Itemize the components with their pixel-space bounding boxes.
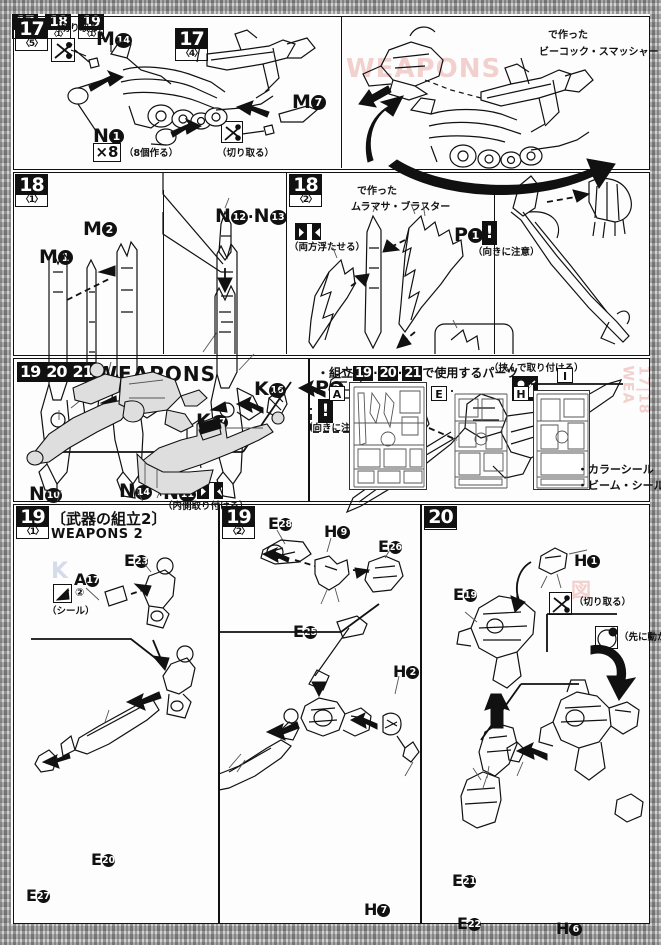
extra-color-seal: ・カラーシール <box>577 463 654 476</box>
part-label-a17: A17 <box>74 570 100 589</box>
step-badge-20: 20 <box>424 506 457 530</box>
direction-note-p2: （向きに注意） <box>303 423 370 434</box>
both-sides-icon-18-2 <box>295 223 321 241</box>
part-label-e26: E26 <box>378 537 403 556</box>
step-badge-19-1: 19 〈1〉 <box>16 506 49 539</box>
step-badge-17-5: 17 〈5〉 <box>15 18 48 51</box>
parts-note-suffix: で使用するパーツ <box>422 366 519 380</box>
parts-note-step-19: 19 <box>353 366 374 381</box>
made-with-prefix: で作った <box>548 30 588 41</box>
runner-a <box>349 382 427 490</box>
made-with-prefix-18: で作った <box>357 186 397 197</box>
panel-step19-1 <box>13 504 219 924</box>
step-badge-19-2: 19 〈2〉 <box>222 506 255 539</box>
part-label-e27: E27 <box>26 886 51 905</box>
part-label-e20: E20 <box>91 850 116 869</box>
product-name-muramasa-blaster: ムラマサ・ブラスター <box>351 202 451 213</box>
manual-paper: WEAPONS 17|18 WEA K 図 17 〈5〉 （切り取る） 17 〈… <box>11 14 661 938</box>
seal-note: （シール） <box>47 606 95 617</box>
runner-label-h: H <box>513 386 529 401</box>
quantity-value: ×8 <box>95 143 119 161</box>
panel-parts-runners <box>309 358 650 502</box>
seal-icon <box>53 584 72 603</box>
runner-e <box>451 390 508 489</box>
step-badge-18-2: 18 〈2〉 <box>289 174 322 207</box>
pinch-note: （挟んで取り付ける） <box>489 363 584 374</box>
swing-arrow-17 <box>388 158 616 195</box>
panel-divider-18b <box>163 190 165 354</box>
caution-icon-p2: ! <box>318 399 333 423</box>
caution-icon-p1: ! <box>482 221 497 245</box>
part-label-e19: E19 <box>453 585 478 604</box>
runner-label-e: E <box>431 386 447 401</box>
panel-step20 <box>421 504 650 924</box>
cut-note-17-5b: （切り取る） <box>217 148 275 159</box>
step-tag-20: 20 <box>43 362 70 382</box>
diagram-step19-2 <box>218 529 420 791</box>
runner-label-i: I <box>557 368 573 383</box>
step-number: 17 <box>176 29 207 49</box>
cut-note-20: （切り取る） <box>574 597 632 608</box>
part-label-e21: E21 <box>452 871 477 890</box>
panel-divider-18c <box>494 190 496 354</box>
panel-step18 <box>13 172 650 356</box>
panel-divider-18a <box>286 172 288 354</box>
quantity-box-n1: ×8 <box>93 143 121 162</box>
move-first-note: （先に動かす） <box>619 632 661 643</box>
both-sides-note: （両方浮たせる） <box>289 242 366 253</box>
runner-h <box>533 390 590 490</box>
step-tag-21: 21 <box>69 362 96 382</box>
step19-1-title-jp: 〔武器の組立2〕 <box>51 510 167 528</box>
step-substep: 〈4〉 <box>180 49 203 59</box>
step-badge-17-4: 17 〈4〉 <box>175 28 208 61</box>
inside-attach-note: （内側取り付ける） <box>163 501 249 512</box>
panel-weapons-title <box>13 358 309 502</box>
cut-note-17-5: （切り取る） <box>51 23 109 34</box>
diagram-n12-n13 <box>162 172 236 354</box>
part-label-e22: E22 <box>457 914 482 933</box>
parts-note-step-21: 21 <box>402 366 423 381</box>
step-number: 17 <box>16 19 47 39</box>
product-name-peacock-smasher: ビーコック・スマッシャー <box>539 47 659 58</box>
ref-badge-19-1: 19 〈1〉 <box>78 14 105 39</box>
step19-1-title-en: WEAPONS 2 <box>51 527 144 542</box>
parts-note-step-20: 20 <box>377 366 398 381</box>
diagram-step20 <box>456 547 644 829</box>
weapons-step-badges: 19 20 21 <box>17 362 96 382</box>
panel-step19-2 <box>219 504 421 924</box>
diagram-step17-4 <box>358 26 594 169</box>
step-badge-18-1: 18 〈1〉 <box>15 174 48 207</box>
diagram-step19-1 <box>31 557 196 773</box>
diagram-step18-2 <box>297 175 632 433</box>
diagram-weapons-preview <box>26 362 285 495</box>
quantity-note: （8個作る） <box>124 148 179 159</box>
panel-step17 <box>13 16 650 170</box>
extra-beam-shield: ・ビーム・シールド <box>577 479 661 492</box>
runner-label-a: A <box>329 386 345 401</box>
panel-divider-17 <box>341 16 343 168</box>
part-label-e28: E28 <box>268 514 293 533</box>
direction-note-p1: （向きに注意） <box>473 247 540 258</box>
step-tag-19: 19 <box>17 362 44 382</box>
parts-note-prefix: ・組立 <box>317 366 354 380</box>
nipper-cut-icon-2 <box>221 121 243 143</box>
nipper-cut-icon-3 <box>549 592 572 615</box>
seal-mark: ② <box>75 586 85 599</box>
step-substep: 〈5〉 <box>20 39 43 49</box>
diagram-step17-5 <box>67 29 319 146</box>
